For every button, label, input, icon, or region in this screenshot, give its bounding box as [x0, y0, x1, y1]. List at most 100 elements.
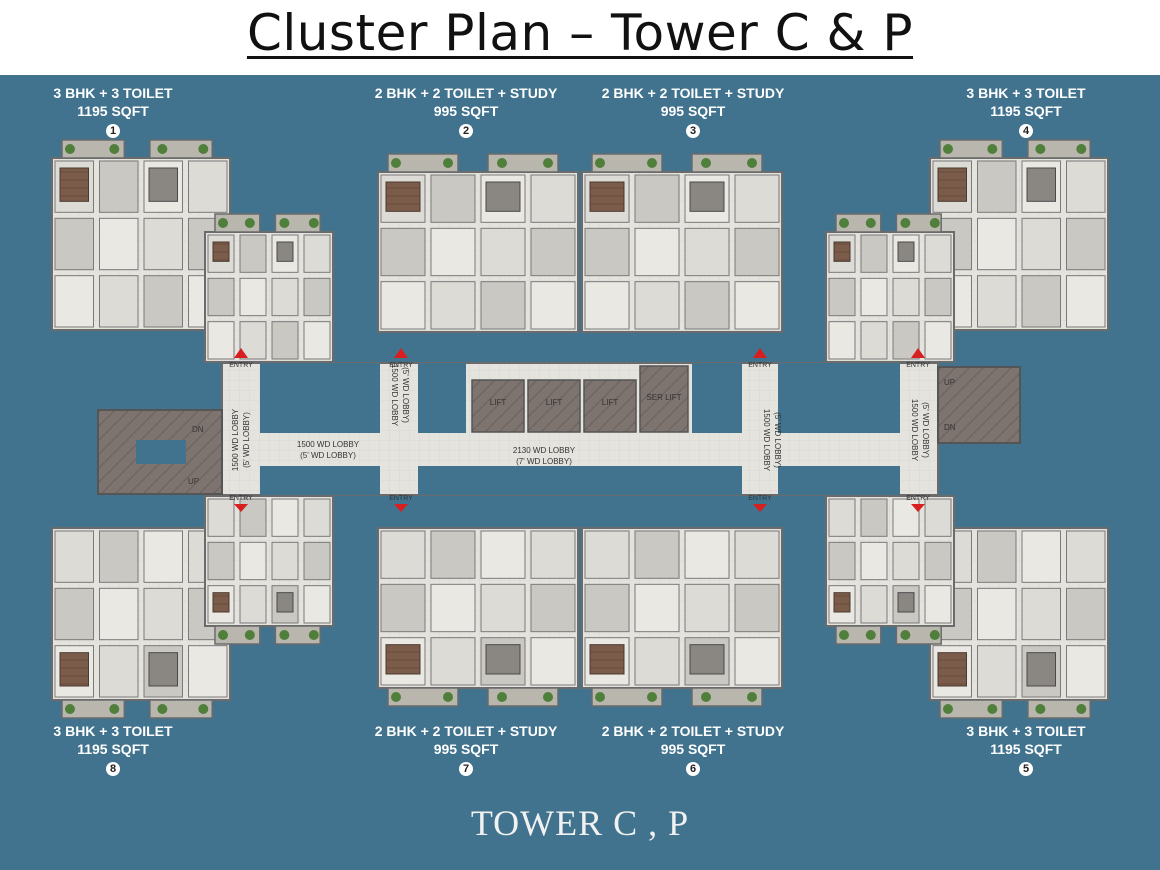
room — [924, 498, 952, 537]
entry-arrow-icon — [911, 504, 925, 512]
room — [977, 217, 1017, 271]
staircase-left: DN UP — [97, 409, 223, 495]
room — [1021, 275, 1061, 328]
room — [99, 645, 139, 698]
lift-label: LIFT — [602, 398, 619, 407]
room — [828, 541, 856, 581]
room — [924, 541, 952, 581]
plant — [1076, 144, 1087, 154]
lobby-sublabel: (5' WD LOBBY) — [401, 367, 410, 423]
entry-label: ENTRY — [748, 495, 772, 502]
balcony — [487, 153, 559, 173]
room — [530, 174, 576, 223]
balcony — [895, 625, 942, 645]
lobby-sublabel: (5' WD LOBBY) — [921, 402, 930, 458]
service-lift — [639, 365, 689, 433]
bed — [897, 592, 915, 613]
room — [380, 530, 426, 579]
unit-number-badge: 7 — [459, 762, 473, 776]
balcony — [274, 213, 321, 233]
unit-number-badge: 2 — [459, 124, 473, 138]
unit-number-badge: 4 — [1019, 124, 1033, 138]
room — [734, 530, 780, 579]
room — [271, 541, 299, 581]
room — [828, 277, 856, 317]
room — [430, 530, 476, 579]
unit-5 — [929, 527, 1109, 719]
room — [188, 160, 228, 213]
plant — [701, 158, 711, 168]
bed — [689, 181, 725, 212]
room — [634, 637, 680, 686]
entry-arrow-icon — [753, 504, 767, 512]
room — [634, 281, 680, 330]
room — [480, 227, 526, 277]
room — [860, 585, 888, 624]
unit-8-wing — [204, 495, 334, 645]
lobby-label: 2130 WD LOBBY — [513, 446, 576, 455]
bed — [59, 652, 89, 687]
bed — [589, 644, 625, 675]
room — [303, 234, 331, 273]
room — [480, 281, 526, 330]
room — [684, 583, 730, 633]
room — [380, 281, 426, 330]
room — [54, 587, 94, 641]
room — [924, 277, 952, 317]
room — [734, 227, 780, 277]
bed — [833, 592, 851, 613]
room — [530, 227, 576, 277]
room — [239, 234, 267, 273]
balcony — [691, 687, 763, 707]
entry-label: ENTRY — [906, 362, 930, 369]
room — [480, 530, 526, 579]
room — [303, 541, 331, 581]
room — [924, 585, 952, 624]
room — [684, 281, 730, 330]
plant — [900, 218, 911, 228]
entry-arrow-icon — [394, 504, 408, 512]
room — [380, 583, 426, 633]
room — [271, 277, 299, 317]
bed — [937, 652, 967, 687]
plant — [865, 630, 876, 640]
room — [734, 281, 780, 330]
lobby-label: 1500 WD LOBBY — [231, 408, 240, 471]
room — [734, 637, 780, 686]
plant — [595, 158, 605, 168]
unit-number-badge: 8 — [106, 762, 120, 776]
plant — [279, 218, 290, 228]
room — [271, 498, 299, 537]
room — [924, 234, 952, 273]
room — [1021, 530, 1061, 583]
plant — [943, 144, 953, 154]
plant — [747, 158, 757, 168]
plant — [929, 218, 940, 228]
entry-arrow-icon — [753, 348, 767, 358]
room — [584, 583, 630, 633]
lift-1 — [471, 379, 525, 433]
room — [239, 541, 267, 581]
bed — [148, 167, 178, 202]
room — [530, 583, 576, 633]
room — [303, 498, 331, 537]
room — [530, 530, 576, 579]
room — [530, 281, 576, 330]
room — [634, 530, 680, 579]
bed — [276, 241, 294, 262]
plant — [543, 692, 553, 702]
room — [430, 583, 476, 633]
room — [207, 541, 235, 581]
lift-label: LIFT — [546, 398, 563, 407]
balcony — [939, 139, 1004, 159]
apartment-units — [51, 139, 1109, 719]
unit-5-wing — [825, 495, 955, 645]
room — [1066, 160, 1106, 213]
plant — [701, 692, 711, 702]
lobby-label: 1500 WD LOBBY — [297, 440, 360, 449]
plant — [65, 704, 75, 714]
room — [99, 160, 139, 213]
